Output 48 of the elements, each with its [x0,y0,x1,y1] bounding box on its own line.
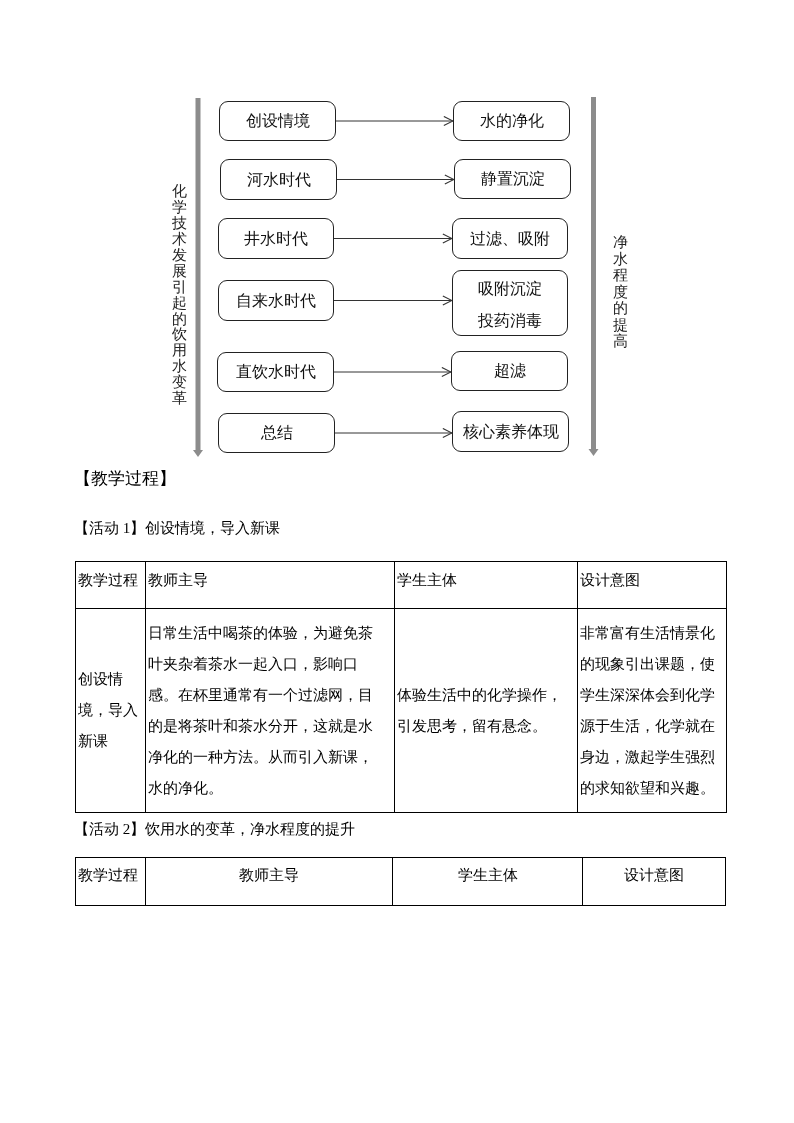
process-box [452,218,568,259]
step-label: 总结 [260,423,293,443]
process-box [454,159,571,199]
process-box [217,352,334,392]
section-heading: 【教学过程】 [74,468,176,490]
arrow [333,366,452,378]
side-caption: 净水程度的提高 [613,234,628,350]
table-cell: 非常富有生活情景化的现象引出课题，使学生深深体会到化学源于生活，化学就在身边，激起学生强烈的求知欲望和兴趣。 [577,608,727,813]
activity-heading: 【活动 2】饮用水的变革，净水程度的提升 [74,820,356,839]
side-caption: 化学技术发展引起的饮用水变革 [172,184,187,408]
step-label: 静置沉淀 [480,169,545,189]
table-header-cell: 设计意图 [582,857,726,906]
step-label: 河水时代 [246,169,311,190]
step-label: 井水时代 [244,228,308,249]
process-box [218,280,334,321]
table-header-cell: 学生主体 [392,857,583,906]
process-box [453,101,570,141]
step-label: 投药消毒 [478,310,542,330]
table-header-cell: 教学过程 [75,857,146,906]
step-label: 超滤 [493,361,526,381]
table-cell: 体验生活中的化学操作，引发思考，留有悬念。 [394,608,578,813]
step-label: 过滤、吸附 [470,228,550,249]
step-label: 直饮水时代 [235,362,316,382]
arrow [336,174,455,185]
process-box [220,159,337,200]
table-cell: 创设情境，导入新课 [75,608,146,813]
process-box [219,101,336,141]
process-box [218,413,335,453]
table-header-cell: 学生主体 [394,561,578,609]
process-box [218,218,334,259]
process-box [451,351,568,391]
step-label: 自来水时代 [236,290,316,311]
step-label: 吸附沉淀 [478,279,542,299]
step-label: 水的净化 [479,111,544,131]
arrow [334,427,453,439]
step-label: 创设情境 [245,111,310,131]
table-header-cell: 教学过程 [75,561,146,609]
table-header-cell: 教师主导 [145,561,395,609]
process-box [452,411,569,452]
arrow [333,295,453,306]
step-label: 核心素养体现 [462,421,559,442]
table-header-cell: 设计意图 [577,561,727,609]
table-header-cell: 教师主导 [145,857,393,906]
arrow [335,115,454,127]
process-box [452,270,568,336]
activity-heading: 【活动 1】创设情境，导入新课 [74,519,281,538]
arrow [333,233,453,244]
table-cell: 日常生活中喝茶的体验，为避免茶叶夹杂着茶水一起入口，影响口感。在杯里通常有一个过滤网，目的是将茶叶和茶水分开，这就是水净化的一种方法。从而引入新课，水的净化。 [145,608,395,813]
